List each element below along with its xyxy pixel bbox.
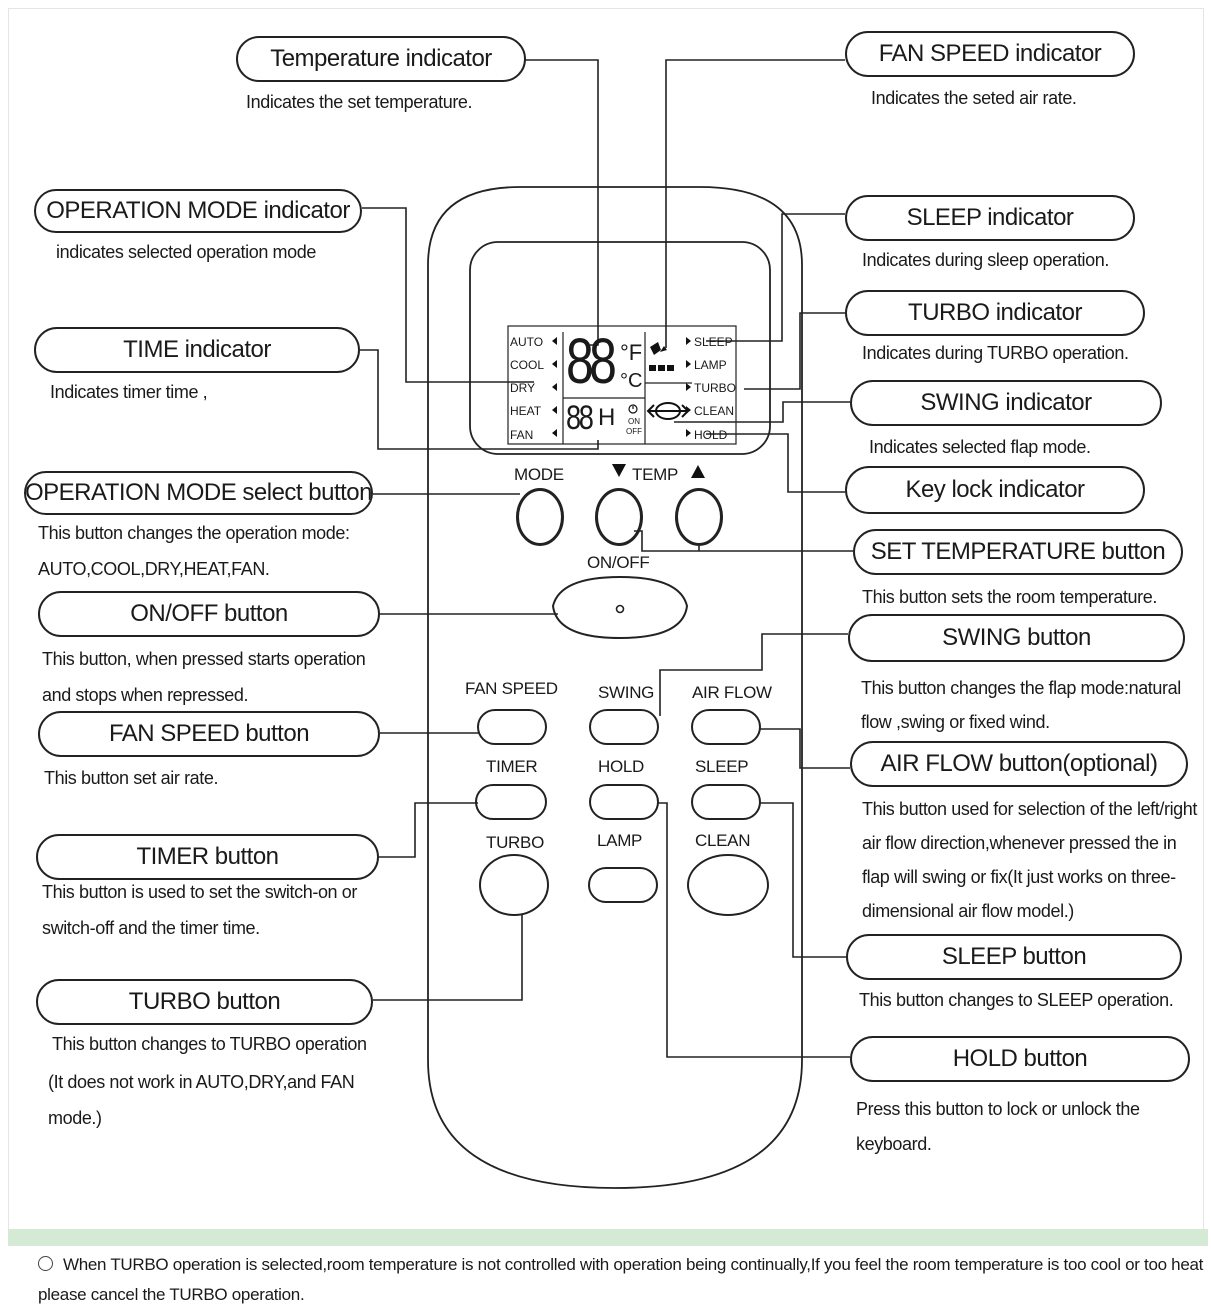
callout-operation-mode-button: OPERATION MODE select button — [24, 471, 373, 515]
desc-air-flow-button-line2: air flow direction,whenever pressed the … — [862, 833, 1177, 853]
lcd-panel — [507, 325, 737, 445]
label-mode: MODE — [514, 465, 564, 484]
desc-operation-mode-button-line2: AUTO,COOL,DRY,HEAT,FAN. — [38, 559, 270, 579]
on-off-button-shape — [551, 575, 689, 640]
desc-turbo-indicator: Indicates during TURBO operation. — [862, 343, 1129, 363]
desc-air-flow-button-line1: This button used for selection of the le… — [862, 799, 1197, 819]
mode-button[interactable] — [517, 489, 563, 545]
turbo-button[interactable] — [480, 855, 548, 915]
label-temp: TEMP — [632, 465, 679, 484]
lcd-timer-h: H — [598, 404, 616, 431]
desc-timer-button-line2: switch-off and the timer time. — [42, 918, 260, 938]
lcd-timer-off: OFF — [626, 427, 642, 436]
callout-sleep-indicator: SLEEP indicator — [845, 195, 1135, 241]
swing-button[interactable] — [590, 710, 658, 744]
lcd-mode-heat: HEAT — [510, 404, 542, 418]
desc-on-off-button-line1: This button, when pressed starts operati… — [42, 649, 366, 669]
air-flow-button[interactable] — [692, 710, 760, 744]
desc-turbo-button-line1: This button changes to TURBO operation — [52, 1034, 367, 1054]
label-sleep: SLEEP — [695, 757, 749, 776]
lcd-timer-digits: 88 — [566, 399, 594, 437]
desc-time-indicator: Indicates timer time , — [50, 382, 208, 402]
fan-icon — [650, 342, 667, 355]
lamp-button[interactable] — [589, 868, 657, 902]
callout-temperature-indicator: Temperature indicator — [236, 36, 526, 82]
desc-hold-button-line1: Press this button to lock or unlock the — [856, 1099, 1140, 1119]
desc-swing-button-line1: This button changes the flap mode:natura… — [861, 678, 1181, 698]
label-fan-speed: FAN SPEED — [465, 679, 558, 698]
callout-hold-button: HOLD button — [850, 1036, 1190, 1082]
label-swing: SWING — [598, 683, 655, 702]
lcd-unit-f: °F — [620, 340, 643, 365]
callout-sleep-button: SLEEP button — [846, 934, 1182, 980]
sleep-button[interactable] — [692, 785, 760, 819]
lcd-unit-c: °C — [620, 370, 643, 392]
timer-button[interactable] — [476, 785, 546, 819]
lcd-mode-cool: COOL — [510, 358, 545, 372]
footer-divider-bar — [8, 1229, 1208, 1246]
temp-down-button[interactable] — [596, 489, 642, 545]
lcd-status-hold: HOLD — [694, 428, 728, 442]
desc-turbo-button-line3: mode.) — [48, 1108, 102, 1128]
lcd-status-sleep: SLEEP — [694, 335, 733, 349]
callout-time-indicator: TIME indicator — [34, 327, 360, 373]
callout-fan-speed-button: FAN SPEED button — [38, 711, 380, 757]
remote-body-outline — [427, 186, 803, 1189]
label-timer: TIMER — [486, 757, 538, 776]
label-air-flow: AIR FLOW — [692, 683, 772, 702]
lcd-mode-dry: DRY — [510, 381, 536, 395]
callout-turbo-indicator: TURBO indicator — [845, 290, 1145, 336]
desc-timer-button-line1: This button is used to set the switch-on… — [42, 882, 357, 902]
desc-air-flow-button-line4: dimensional air flow model.) — [862, 901, 1074, 921]
label-hold: HOLD — [598, 757, 645, 776]
lcd-mode-fan: FAN — [510, 428, 534, 442]
callout-swing-indicator: SWING indicator — [850, 380, 1162, 426]
lcd-window — [469, 241, 771, 455]
label-on-off: ON/OFF — [587, 553, 650, 572]
callout-air-flow-button: AIR FLOW button(optional) — [850, 741, 1188, 787]
on-off-button[interactable] — [553, 577, 687, 638]
hold-button[interactable] — [590, 785, 658, 819]
desc-on-off-button-line2: and stops when repressed. — [42, 685, 249, 705]
callout-timer-button: TIMER button — [36, 834, 379, 880]
desc-temperature-indicator: Indicates the set temperature. — [246, 92, 473, 112]
desc-swing-indicator: Indicates selected flap mode. — [869, 437, 1091, 457]
callout-operation-mode-indicator: OPERATION MODE indicator — [34, 189, 362, 233]
lcd-status-clean: CLEAN — [694, 404, 735, 418]
lcd-status-turbo: TURBO — [694, 381, 736, 395]
desc-turbo-button-line2: (It does not work in AUTO,DRY,and FAN — [48, 1072, 355, 1092]
bullet-circle-icon — [38, 1256, 53, 1271]
lcd-mode-auto: AUTO — [510, 335, 544, 349]
footer-note: When TURBO operation is selected,room te… — [38, 1250, 1206, 1310]
clock-icon — [628, 404, 638, 414]
callout-fan-speed-indicator: FAN SPEED indicator — [845, 31, 1135, 77]
desc-sleep-indicator: Indicates during sleep operation. — [862, 250, 1109, 270]
desc-hold-button-line2: keyboard. — [856, 1134, 932, 1154]
callout-key-lock-indicator: Key lock indicator — [845, 466, 1145, 514]
callout-set-temperature-button: SET TEMPERATURE button — [853, 529, 1183, 575]
swing-icon — [646, 402, 690, 420]
lcd-temp-digits: 88 — [566, 325, 617, 397]
lcd-timer-on: ON — [628, 417, 640, 426]
footer-note-text: When TURBO operation is selected,room te… — [38, 1255, 1204, 1304]
desc-fan-speed-button: This button set air rate. — [44, 768, 219, 788]
desc-air-flow-button-line3: flap will swing or fix(It just works on … — [862, 867, 1176, 887]
fan-speed-button[interactable] — [478, 710, 546, 744]
desc-operation-mode-button-line1: This button changes the operation mode: — [38, 523, 350, 543]
desc-sleep-button: This button changes to SLEEP operation. — [859, 990, 1174, 1010]
clean-button[interactable] — [688, 855, 768, 915]
temp-up-button[interactable] — [676, 489, 722, 545]
callout-turbo-button: TURBO button — [36, 979, 373, 1025]
label-turbo: TURBO — [486, 833, 545, 852]
callout-on-off-button: ON/OFF button — [38, 591, 380, 637]
lcd-status-lamp: LAMP — [694, 358, 727, 372]
desc-set-temperature-button: This button sets the room temperature. — [862, 587, 1157, 607]
desc-fan-speed-indicator: Indicates the seted air rate. — [871, 88, 1077, 108]
desc-swing-button-line2: flow ,swing or fixed wind. — [861, 712, 1050, 732]
desc-operation-mode-indicator: indicates selected operation mode — [56, 242, 316, 262]
callout-swing-button: SWING button — [848, 614, 1185, 662]
label-clean: CLEAN — [695, 831, 751, 850]
label-lamp: LAMP — [597, 831, 643, 850]
